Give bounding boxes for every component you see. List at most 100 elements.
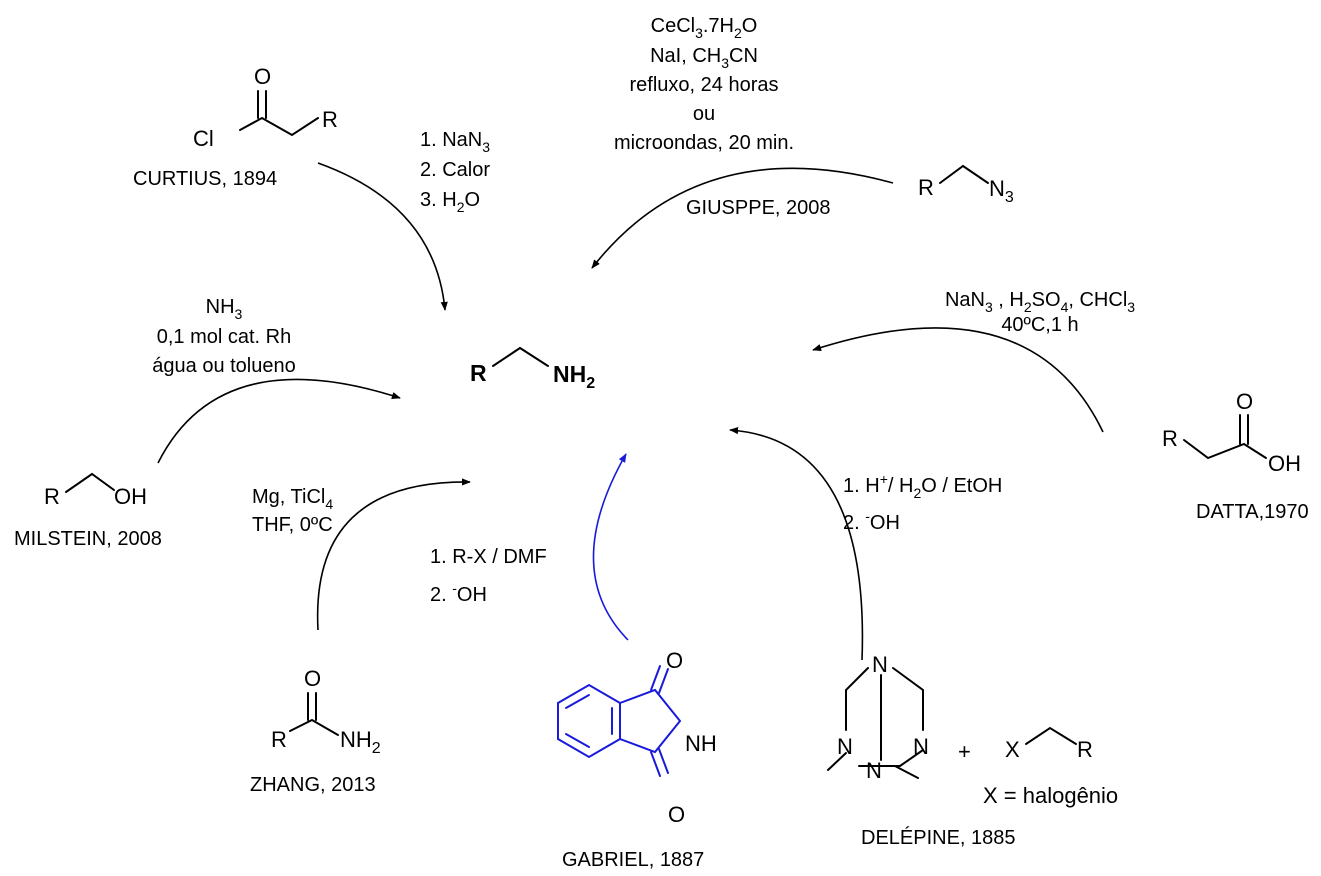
giuseppe-line1-b: .7H [703, 15, 734, 37]
giuseppe-line1-sub2: 2 [734, 25, 742, 41]
svg-text:NaI, CH3CN: NaI, CH3CN [650, 45, 758, 71]
curtius-arrow [317, 162, 448, 311]
giuseppe-line2-a: NaI, CH [650, 45, 721, 67]
gabriel-cond1: 1. R-X / DMF [430, 546, 547, 568]
curtius-cond2: 2. Calor [420, 159, 490, 181]
curtius-bonds [239, 116, 319, 137]
gabriel-cond2-sup: - [452, 580, 457, 596]
datta-cond1-a: NaN [945, 289, 985, 311]
svg-text:Mg, TiCl4: Mg, TiCl4 [252, 486, 333, 512]
datta-route: NaN3 , H2SO4, CHCl3 40ºC,1 h R O OH DATT… [812, 289, 1309, 523]
delepine-cond2-b: OH [870, 512, 900, 534]
datta-cond2: 40ºC,1 h [1001, 314, 1078, 336]
curtius-label: CURTIUS, 1894 [133, 168, 277, 190]
curtius-co-double-bond [257, 90, 267, 119]
gabriel-imide-ring [619, 688, 681, 754]
zhang-co-double-bond [307, 692, 317, 721]
datta-o: O [1236, 389, 1253, 414]
svg-text:CeCl3.7H2O: CeCl3.7H2O [651, 15, 758, 41]
delepine-note: X = halogênio [983, 783, 1118, 808]
gabriel-co-bottom-bond [650, 748, 669, 777]
curtius-r: R [322, 107, 338, 132]
product-nh-sub: 2 [586, 375, 595, 392]
datta-cond1-sub4: 3 [1127, 299, 1135, 315]
curtius-cond3-tail: O [464, 189, 480, 211]
datta-cond1-sub2: 2 [1024, 299, 1032, 315]
zhang-arrow [316, 478, 471, 631]
zhang-nh: NH [340, 727, 372, 752]
delepine-cage-bonds [827, 667, 924, 779]
zhang-r: R [271, 727, 287, 752]
milstein-oh: OH [114, 484, 147, 509]
datta-oh: OH [1268, 451, 1301, 476]
svg-text:3. H2O: 3. H2O [420, 189, 480, 215]
milstein-cond1-sub: 3 [235, 306, 243, 322]
gabriel-cond2-b: OH [457, 584, 487, 606]
giuseppe-line2-sub: 3 [721, 55, 729, 71]
svg-text:2. -OH: 2. -OH [430, 580, 487, 606]
giuseppe-line2-b: CN [729, 45, 758, 67]
delepine-cond2-sup: - [865, 508, 870, 524]
giuseppe-line1-a: CeCl [651, 15, 695, 37]
delepine-cond1-sup: + [880, 471, 888, 487]
datta-cond1-b: , H [993, 289, 1024, 311]
zhang-cond1-sub: 4 [325, 496, 333, 512]
zhang-o: O [304, 666, 321, 691]
datta-cond1-sub1: 3 [985, 299, 993, 315]
product-r: R [470, 360, 487, 386]
delepine-route: 1. H+/ H2O / EtOH 2. -OH N N N N + X R X… [729, 426, 1118, 849]
zhang-cond2: THF, 0ºC [252, 514, 333, 536]
milstein-route: NH3 0,1 mol cat. Rh água ou tolueno R OH… [14, 296, 401, 550]
delepine-arrow [729, 426, 864, 661]
delepine-n-left: N [837, 734, 853, 759]
curtius-cl: Cl [193, 126, 214, 151]
gabriel-arrow [592, 453, 629, 641]
delepine-label: DELÉPINE, 1885 [861, 826, 1016, 849]
datta-arrow [812, 327, 1104, 433]
svg-text:NH2: NH2 [553, 361, 595, 392]
curtius-cond3: 3. H [420, 189, 457, 211]
gabriel-nh: NH [685, 731, 717, 756]
milstein-cond1: NH [206, 296, 235, 318]
delepine-r: R [1077, 737, 1093, 762]
product-nh: NH [553, 361, 586, 387]
svg-text:1. H+/ H2O / EtOH: 1. H+/ H2O / EtOH [843, 471, 1002, 501]
product-bonds [492, 346, 549, 367]
datta-cond1-d: , CHCl [1068, 289, 1127, 311]
delepine-n-right: N [913, 734, 929, 759]
zhang-label: ZHANG, 2013 [250, 774, 376, 796]
giuseppe-label: GIUSPPE, 2008 [686, 197, 831, 219]
curtius-cond3-sub: 2 [457, 199, 465, 215]
milstein-cond3: água ou tolueno [152, 355, 295, 377]
svg-text:1. NaN3: 1. NaN3 [420, 129, 490, 155]
delepine-n-top: N [872, 652, 888, 677]
delepine-alkyl-bonds [1025, 726, 1077, 745]
giuseppe-line3: refluxo, 24 horas [630, 74, 779, 96]
delepine-cond1-a: 1. H [843, 475, 880, 497]
curtius-cond1: 1. NaN [420, 129, 482, 151]
datta-r: R [1162, 426, 1178, 451]
giuseppe-arrow [591, 167, 894, 269]
svg-text:NH2: NH2 [340, 727, 381, 757]
gabriel-aromatic-bonds [565, 694, 613, 748]
giuseppe-line5: microondas, 20 min. [614, 132, 794, 154]
giuseppe-n: N [989, 176, 1005, 201]
datta-cond1-sub3: 4 [1061, 299, 1069, 315]
zhang-route: Mg, TiCl4 THF, 0ºC O R NH2 ZHANG, 2013 [250, 478, 471, 796]
delepine-n-bottom: N [866, 758, 882, 783]
gabriel-o-bottom: O [668, 802, 685, 827]
delepine-cond1-sub: 2 [913, 485, 921, 501]
delepine-cond1-b: / H [888, 475, 914, 497]
giuseppe-n-sub: 3 [1005, 189, 1014, 206]
gabriel-co-top-bond [650, 665, 669, 694]
milstein-cond2: 0,1 mol cat. Rh [157, 326, 292, 348]
milstein-bonds [65, 472, 115, 493]
datta-co-double-bond [1239, 414, 1249, 445]
datta-bonds [1183, 439, 1267, 460]
svg-text:N3: N3 [989, 176, 1014, 206]
svg-text:NH3: NH3 [206, 296, 243, 322]
giuseppe-r: R [918, 175, 934, 200]
zhang-bonds [289, 718, 339, 736]
giuseppe-line1-c: O [742, 15, 758, 37]
